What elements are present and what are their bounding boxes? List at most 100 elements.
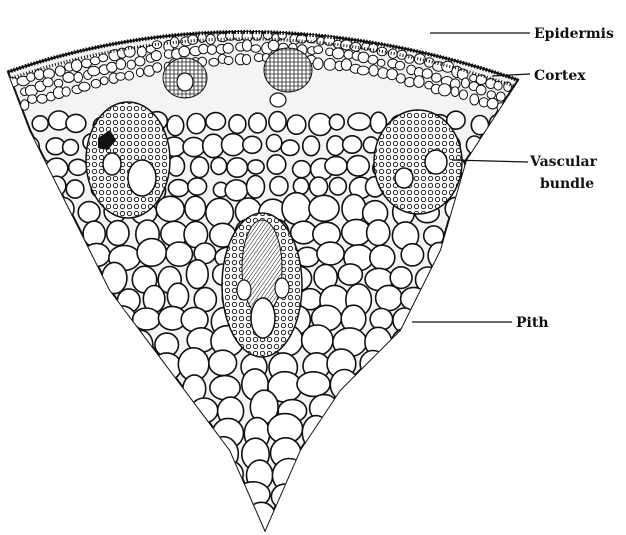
- cell: [491, 179, 509, 200]
- cell: [362, 372, 388, 399]
- cell: [167, 116, 184, 136]
- cell: [2, 135, 19, 155]
- cell: [461, 78, 469, 88]
- cell: [60, 372, 90, 398]
- cell: [483, 461, 514, 489]
- cell: [182, 456, 212, 490]
- cell: [484, 133, 508, 156]
- cell: [469, 176, 490, 199]
- cell: [63, 72, 75, 82]
- cell: [64, 416, 89, 441]
- cell: [32, 330, 63, 361]
- cell: [343, 136, 362, 153]
- cell: [419, 326, 454, 355]
- cell: [266, 135, 281, 152]
- cell: [474, 283, 501, 311]
- cell: [209, 58, 219, 66]
- cell: [420, 374, 451, 398]
- cell: [388, 486, 416, 514]
- cell: [330, 177, 347, 195]
- cell: [120, 352, 146, 378]
- cell: [29, 437, 61, 471]
- cell: [33, 465, 63, 490]
- cell: [287, 115, 306, 134]
- cell: [393, 308, 416, 333]
- cell: [34, 242, 56, 266]
- cell: [95, 460, 119, 490]
- cell: [309, 195, 339, 221]
- cell: [327, 136, 344, 156]
- cell: [389, 441, 417, 469]
- cell: [498, 262, 521, 292]
- cell: [123, 416, 150, 446]
- cell: [91, 79, 100, 88]
- cell: [183, 137, 205, 156]
- cell: [124, 395, 156, 427]
- cell: [504, 105, 513, 115]
- cell: [369, 65, 378, 76]
- cell: [0, 483, 25, 506]
- cell: [396, 462, 426, 488]
- cell: [68, 329, 94, 359]
- cell: [222, 134, 245, 156]
- cell: [61, 350, 85, 377]
- cell: [90, 324, 123, 356]
- cell: [34, 417, 62, 448]
- cell: [422, 69, 432, 79]
- cell: [88, 414, 119, 447]
- cell: [206, 113, 226, 130]
- cell: [206, 198, 234, 227]
- cell: [119, 442, 151, 469]
- cell: [293, 178, 308, 194]
- cell: [309, 114, 331, 136]
- cell: [360, 351, 386, 377]
- cell: [53, 221, 77, 248]
- cell: [227, 158, 247, 177]
- cell: [338, 264, 362, 285]
- cell: [496, 92, 505, 101]
- cell: [506, 96, 515, 105]
- cell: [467, 198, 497, 224]
- cell: [38, 393, 67, 429]
- cell: [425, 396, 456, 422]
- cell: [213, 503, 245, 535]
- cell: [149, 413, 180, 449]
- cell: [43, 69, 54, 79]
- cell: [251, 45, 261, 53]
- cell: [438, 84, 450, 96]
- cell: [152, 41, 161, 49]
- cell: [454, 374, 477, 397]
- cell: [401, 244, 423, 266]
- cell: [67, 393, 98, 421]
- cell: [57, 264, 78, 285]
- cell: [490, 115, 504, 131]
- cell: [7, 285, 34, 310]
- cell: [310, 177, 328, 196]
- cell: [388, 49, 397, 58]
- cell: [482, 418, 512, 448]
- cell: [268, 40, 279, 50]
- cell: [423, 413, 456, 444]
- cell: [418, 480, 449, 512]
- cell: [116, 73, 126, 81]
- cell: [249, 113, 267, 133]
- cell: [509, 117, 524, 133]
- cell: [136, 68, 143, 77]
- cell: [167, 283, 188, 309]
- cell: [214, 460, 243, 487]
- cell: [317, 242, 344, 265]
- cell: [206, 34, 215, 44]
- cell: [428, 242, 450, 268]
- vascular-bundle-top-center: [264, 48, 312, 92]
- cell: [10, 393, 39, 423]
- cell: [176, 483, 208, 508]
- cell: [342, 194, 366, 222]
- cell: [4, 436, 31, 466]
- cell: [102, 262, 127, 293]
- cell: [53, 198, 74, 221]
- vascular-bundle-right: [374, 110, 462, 214]
- cell: [401, 287, 427, 310]
- cell: [441, 265, 463, 290]
- cell: [90, 349, 118, 382]
- label-bundle: bundle: [540, 176, 594, 192]
